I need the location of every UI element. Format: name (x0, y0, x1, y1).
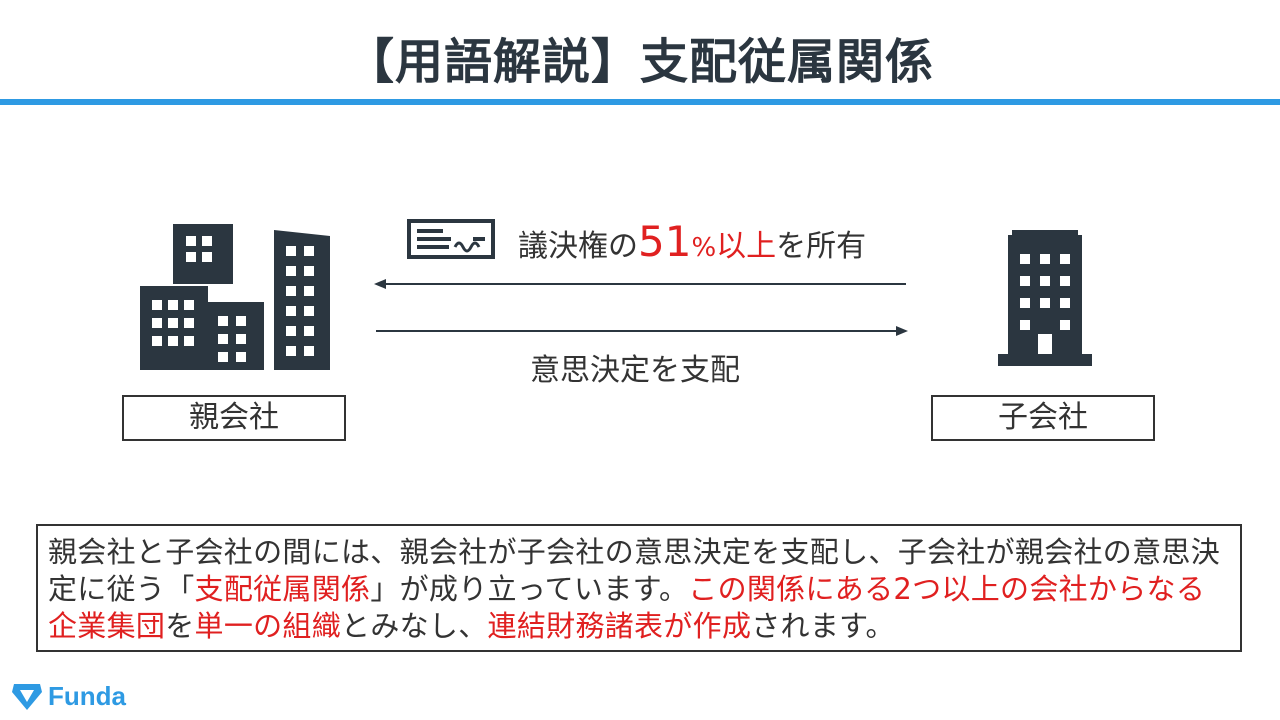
explanation-text-2: 」が成り立っています。 (370, 572, 689, 606)
explanation-highlight-2: この関係にある2つ以上の会社からなる企業集団 (48, 572, 1206, 643)
arrow-right-icon (376, 323, 910, 342)
claim-prefix: 議決権の (518, 229, 638, 264)
page-title: 【用語解説】支配従属関係 (345, 34, 934, 90)
explanation-highlight-3: 単一の組織 (194, 609, 342, 643)
brand-name: Funda (48, 681, 126, 711)
claim-threshold: 以上 (716, 229, 777, 264)
claim-number: 51 (638, 217, 692, 266)
explanation-box: 親会社と子会社の間には、親会社が子会社の意思決定を支配し、子会社が親会社の意思決… (36, 524, 1242, 652)
child-building-icon (998, 230, 1092, 366)
explanation-text-4: とみなし、 (341, 609, 488, 643)
explanation-highlight-4: 連結財務諸表が作成 (487, 609, 752, 643)
claim-percent: % (691, 233, 717, 263)
parent-company-label: 親会社 (122, 395, 346, 441)
certificate-icon (407, 219, 495, 263)
funda-logo-icon (10, 680, 44, 712)
title-divider (0, 99, 1280, 105)
voting-rights-claim: 議決権の51%以上を所有 (518, 217, 867, 266)
explanation-text-5: されます。 (751, 609, 895, 643)
parent-buildings-icon (140, 222, 332, 370)
claim-suffix: を所有 (776, 229, 867, 264)
explanation-highlight-1: 支配従属関係 (194, 572, 371, 606)
explanation-text-1: 親会社と子会社の間には、親会社が子会社の意思決定を支配し、子会社が親会社の意思決… (48, 535, 1221, 606)
child-company-label: 子会社 (931, 395, 1155, 441)
decision-label: 意思決定を支配 (530, 353, 740, 388)
explanation-text-3: を (165, 609, 195, 643)
arrow-left-icon (374, 276, 908, 295)
